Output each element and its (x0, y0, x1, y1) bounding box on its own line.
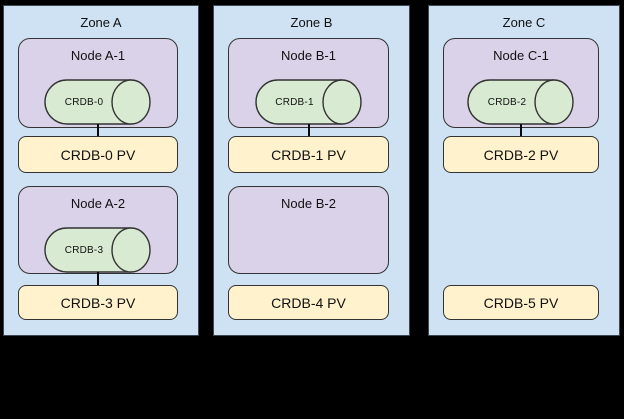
crdb-pod-a2: CRDB-3 (44, 227, 152, 273)
node-b2-label: Node B-2 (281, 196, 336, 211)
database-cylinder-icon (254, 79, 362, 125)
node-b2-box: Node B-2 (228, 186, 389, 274)
node-b1-label: Node B-1 (281, 48, 336, 63)
crdb-pod-b1: CRDB-1 (254, 79, 363, 125)
database-cylinder-icon (44, 79, 151, 125)
database-cylinder-icon (44, 227, 151, 273)
node-b1-box: Node B-1 CRDB-1 (228, 38, 389, 128)
pv-box-crdb2: CRDB-2 PV (443, 136, 599, 173)
node-a1-box: Node A-1 CRDB-0 (18, 38, 178, 128)
pv-crdb1-label: CRDB-1 PV (271, 146, 346, 163)
pod-b1-label: CRDB-1 (275, 96, 314, 108)
pod-a1-label: CRDB-0 (64, 96, 104, 108)
crdb-pod-a1: CRDB-0 (44, 79, 152, 125)
crdb-pod-c1: CRDB-2 (467, 79, 575, 125)
node-a2-label: Node A-2 (70, 196, 126, 211)
node-a1-label: Node A-1 (70, 48, 126, 63)
pv-box-crdb3: CRDB-3 PV (18, 285, 178, 320)
zone-c-title: Zone C (502, 15, 546, 30)
zone-a-title: Zone A (80, 15, 122, 30)
database-cylinder-icon (467, 79, 574, 125)
pv-crdb3-label: CRDB-3 PV (60, 294, 136, 311)
zone-a-container: Zone A Node A-1 CRDB-0 CRDB-0 PV Node A-… (3, 5, 199, 336)
pv-crdb0-label: CRDB-0 PV (60, 146, 136, 163)
node-c1-box: Node C-1 CRDB-2 (443, 38, 599, 128)
pod-c1-label: CRDB-2 (487, 96, 527, 108)
pod-a2-label: CRDB-3 (64, 244, 104, 256)
connector-line-a1 (97, 124, 99, 136)
zone-b-container: Zone B Node B-1 CRDB-1 CRDB-1 PV Node B-… (213, 5, 410, 336)
pv-box-crdb4: CRDB-4 PV (228, 285, 389, 320)
pv-crdb5-label: CRDB-5 PV (483, 294, 559, 311)
pv-box-crdb1: CRDB-1 PV (228, 136, 389, 173)
connector-line-a2 (97, 272, 99, 285)
pv-crdb4-label: CRDB-4 PV (271, 294, 346, 311)
zone-b-title: Zone B (290, 15, 333, 30)
pv-box-crdb5: CRDB-5 PV (443, 285, 599, 320)
node-c1-label: Node C-1 (493, 48, 549, 63)
zone-c-container: Zone C Node C-1 CRDB-2 CRDB-2 PV CRDB-5 … (428, 5, 620, 336)
connector-line-b1 (307, 124, 310, 136)
connector-line-c1 (520, 124, 522, 136)
pv-crdb2-label: CRDB-2 PV (483, 146, 559, 163)
node-a2-box: Node A-2 CRDB-3 (18, 186, 178, 274)
pv-box-crdb0: CRDB-0 PV (18, 136, 178, 173)
